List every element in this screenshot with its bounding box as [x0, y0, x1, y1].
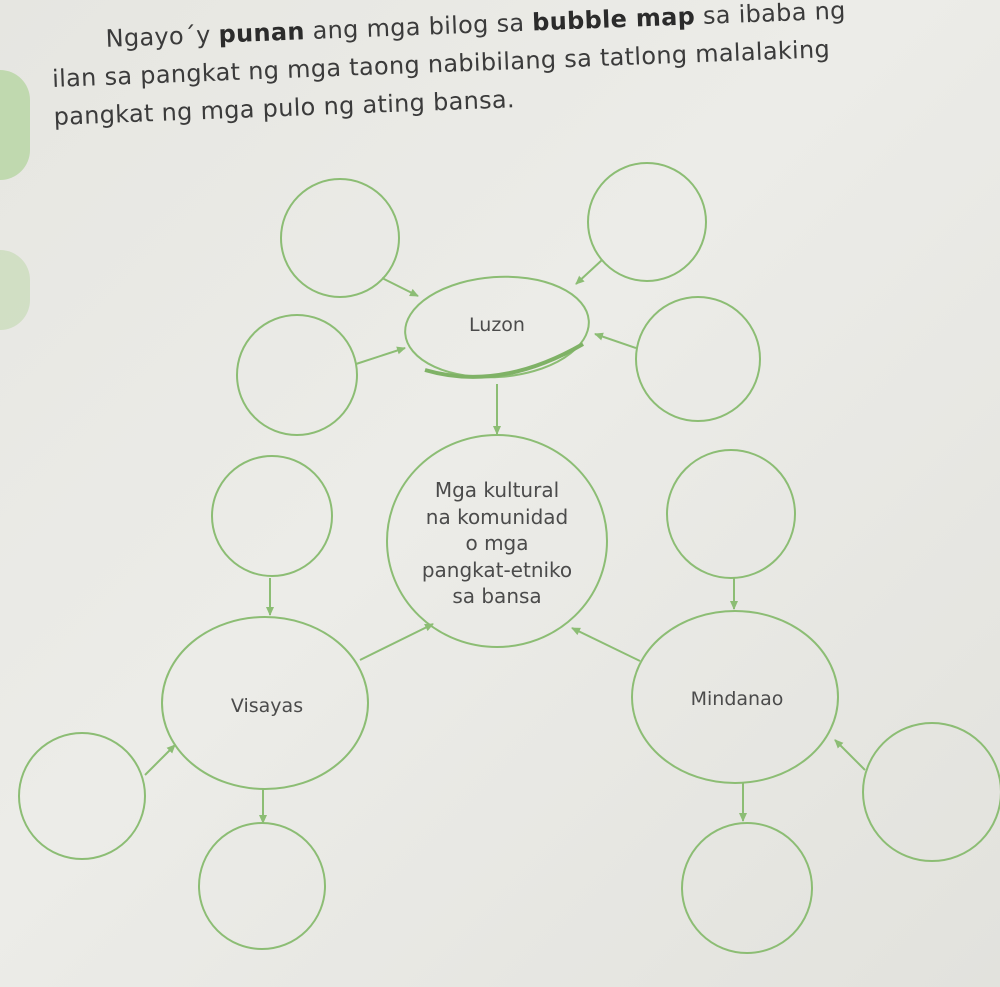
luzon-label: Luzon — [469, 314, 525, 336]
center-bubble — [386, 434, 608, 648]
center-label-line: sa bansa — [452, 584, 542, 608]
arrow — [834, 739, 866, 771]
arrow — [575, 259, 603, 285]
mindanao-label: Mindanao — [690, 688, 784, 710]
center-label-line: o mga — [465, 531, 529, 555]
center-label-line: na komunidad — [425, 504, 569, 529]
empty-bubble-mindanao-1[interactable] — [666, 449, 796, 579]
visayas-bubble — [161, 616, 369, 790]
empty-bubble-luzon-4[interactable] — [635, 296, 761, 422]
mindanao-bubble — [631, 610, 839, 784]
center-label-line: Mga kultural — [434, 478, 560, 502]
empty-bubble-luzon-1[interactable] — [280, 178, 400, 298]
arrow — [594, 332, 637, 349]
margin-tab — [0, 70, 30, 180]
arrow — [571, 627, 641, 662]
arrow — [359, 623, 434, 661]
center-label-line: pangkat-etniko — [421, 557, 573, 582]
empty-bubble-visayas-2[interactable] — [18, 732, 146, 860]
empty-bubble-mindanao-3[interactable] — [681, 822, 813, 954]
arrow — [144, 744, 176, 776]
center-label: Mga kultural na komunidad o mga pangkat-… — [397, 477, 597, 610]
arrow — [381, 277, 419, 297]
empty-bubble-visayas-3[interactable] — [198, 822, 326, 950]
visayas-label: Visayas — [230, 695, 304, 717]
luzon-bubble — [404, 275, 590, 379]
empty-bubble-visayas-1[interactable] — [211, 455, 333, 577]
empty-bubble-mindanao-2[interactable] — [862, 722, 1000, 862]
arrow — [355, 346, 406, 365]
luzon-bubble-shadow — [424, 342, 585, 379]
empty-bubble-luzon-3[interactable] — [236, 314, 358, 436]
empty-bubble-luzon-2[interactable] — [587, 162, 707, 282]
